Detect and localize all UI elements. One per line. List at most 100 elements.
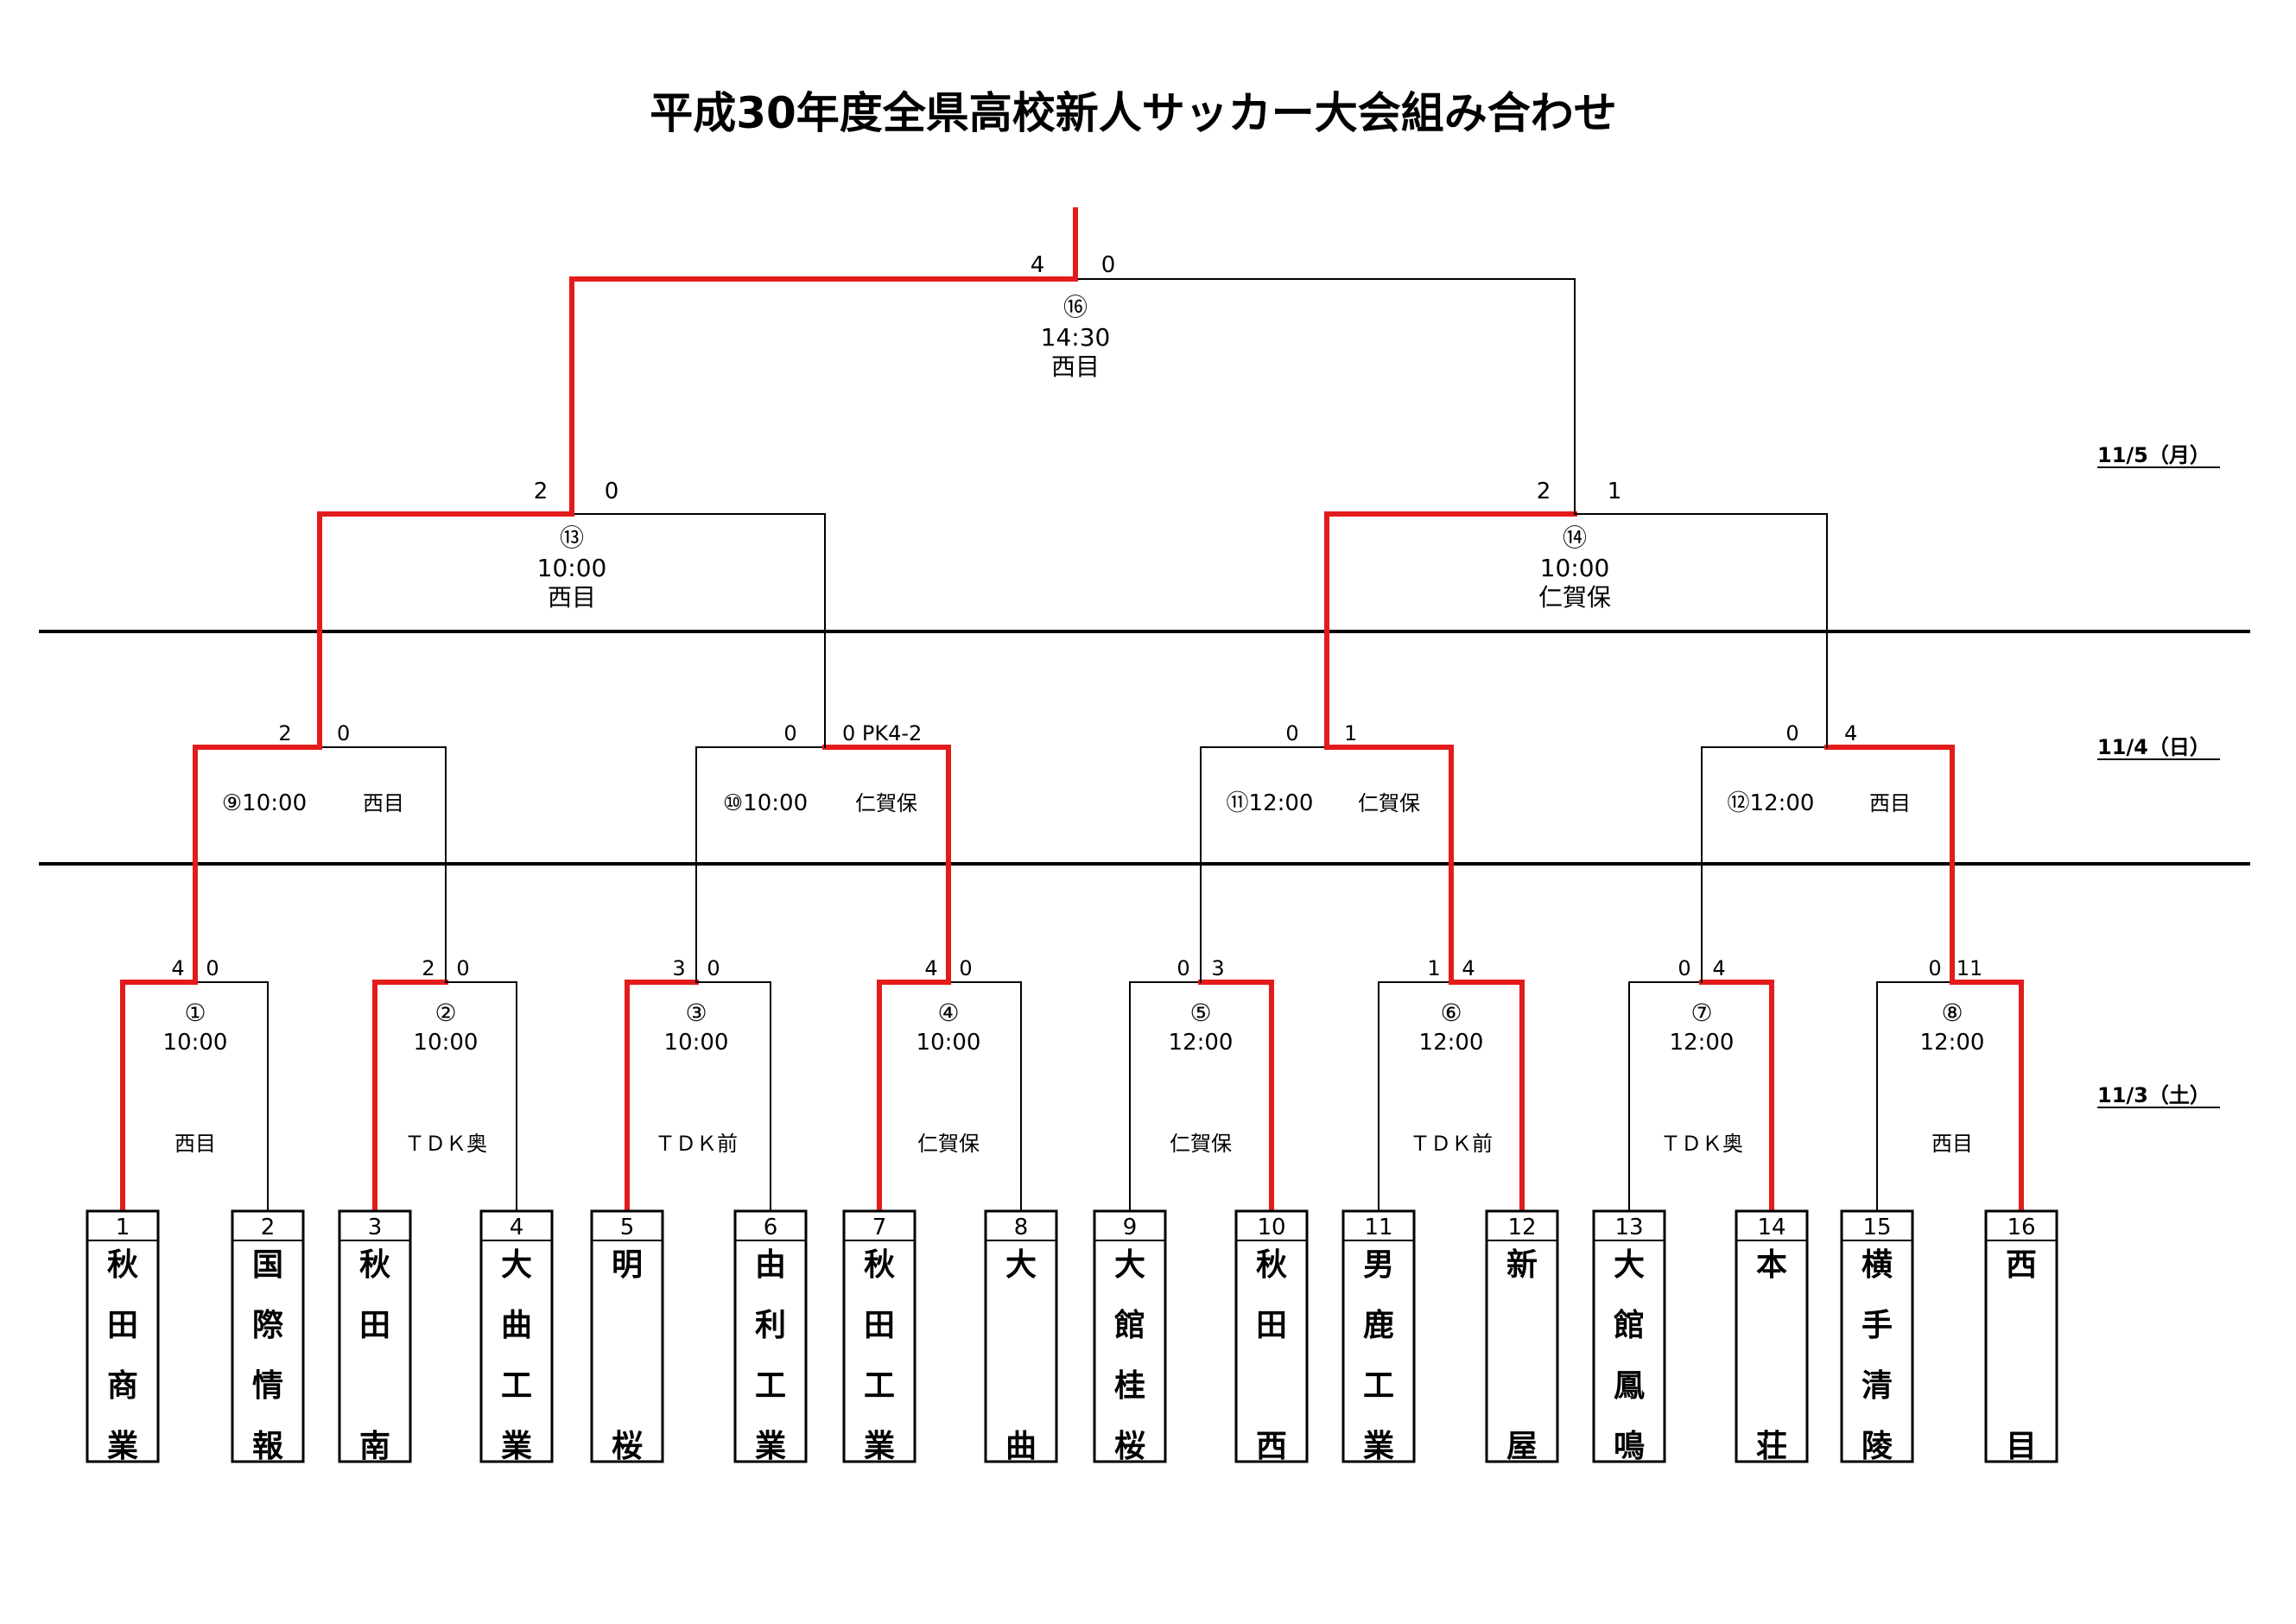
team-name: 新屋 <box>1506 1247 1538 1464</box>
team-name: 大曲 <box>1005 1247 1037 1464</box>
team-seed-number: 11 <box>1364 1215 1392 1240</box>
team-box-border <box>1093 1209 1167 1463</box>
svg-text:11/4（日）: 11/4（日） <box>2097 735 2210 759</box>
final-match-number: ⑯ <box>1063 293 1088 321</box>
team-seed-number: 10 <box>1257 1215 1285 1240</box>
r1-score-left: 3 <box>672 956 685 980</box>
r1-score-left: 4 <box>171 956 184 980</box>
team-seed-number: 8 <box>1014 1215 1029 1240</box>
r1-score-right: 11 <box>1957 956 1983 980</box>
team-box <box>1485 1209 1559 1463</box>
r2-score-left: 2 <box>278 721 291 745</box>
final-score-left: 4 <box>1031 252 1045 278</box>
r1-match-number: ⑥ <box>1440 999 1462 1027</box>
r1-match-venue: 仁賀保 <box>917 1132 980 1156</box>
sf-match-venue: 仁賀保 <box>1538 583 1611 612</box>
team-box <box>590 1209 664 1463</box>
r1-match-venue: ＴＤＫ奥 <box>1660 1132 1743 1156</box>
team-box-border <box>338 1209 412 1463</box>
team-box <box>842 1209 916 1463</box>
svg-text:11/5（月）: 11/5（月） <box>2097 443 2210 467</box>
r1-score-left: 0 <box>1177 956 1189 980</box>
r1-match-number: ② <box>434 999 456 1027</box>
r2-match-venue: 仁賀保 <box>1358 791 1420 815</box>
team-box-border <box>1341 1209 1416 1463</box>
r2-match-label: ⑨10:00 <box>222 790 307 816</box>
team-box-border <box>86 1209 160 1463</box>
team-seed-number: 2 <box>261 1215 276 1240</box>
r1-match-number: ① <box>184 999 206 1027</box>
team-seed-number: 4 <box>510 1215 524 1240</box>
r1-score-left: 4 <box>924 956 937 980</box>
team-seed-number: 5 <box>620 1215 635 1240</box>
r1-score-right: 4 <box>1462 956 1475 980</box>
team-seed-number: 3 <box>368 1215 383 1240</box>
team-box <box>1341 1209 1416 1463</box>
team-seed-number: 15 <box>1862 1215 1891 1240</box>
r2-score-right: 4 <box>1844 721 1857 745</box>
sf-match-number: ⑬ <box>560 523 584 552</box>
r1-match-time: 10:00 <box>414 1030 479 1056</box>
date-label-day3: 11/5（月） <box>2097 443 2220 468</box>
sf-score-right: 1 <box>1608 479 1622 504</box>
team-box-border <box>1840 1209 1914 1463</box>
team-seed-number: 7 <box>872 1215 887 1240</box>
sf-score-left: 2 <box>1537 479 1551 504</box>
svg-text:11/3（土）: 11/3（土） <box>2097 1083 2210 1107</box>
team-box <box>1735 1209 1809 1463</box>
final-score-right: 0 <box>1101 252 1116 278</box>
r1-score-right: 0 <box>707 956 720 980</box>
r1-match-time: 12:00 <box>1419 1030 1484 1056</box>
team-name: 秋田商業 <box>107 1247 138 1464</box>
r1-score-left: 0 <box>1928 956 1941 980</box>
r2-match-venue: 西目 <box>363 791 404 815</box>
page-title: 平成30年度全県高校新人サッカー大会組み合わせ <box>650 88 1617 138</box>
r1-match-venue: 西目 <box>174 1132 216 1156</box>
r1-match-time: 10:00 <box>664 1030 729 1056</box>
r1-score-right: 4 <box>1712 956 1725 980</box>
date-label-day2: 11/4（日） <box>2097 735 2220 760</box>
r1-score-right: 0 <box>456 956 469 980</box>
sf-score-right: 0 <box>605 479 619 504</box>
r2-match-venue: 西目 <box>1869 791 1911 815</box>
team-box-border <box>984 1209 1058 1463</box>
team-name: 国際情報 <box>252 1247 283 1464</box>
team-seed-number: 13 <box>1614 1215 1643 1240</box>
team-box-border <box>842 1209 916 1463</box>
team-box <box>1984 1209 2058 1463</box>
r1-match-venue: 仁賀保 <box>1170 1132 1232 1156</box>
r1-match-venue: ＴＤＫ前 <box>1410 1132 1493 1156</box>
sf-match-time: 10:00 <box>537 554 607 582</box>
r1-match-venue: ＴＤＫ奥 <box>404 1132 487 1156</box>
team-seed-number: 6 <box>764 1215 778 1240</box>
r2-score-left: 0 <box>1785 721 1798 745</box>
team-seed-number: 14 <box>1757 1215 1785 1240</box>
team-box <box>1093 1209 1167 1463</box>
r1-match-time: 12:00 <box>1169 1030 1234 1056</box>
team-box <box>984 1209 1058 1463</box>
team-box <box>1234 1209 1309 1463</box>
team-name: 秋田西 <box>1256 1247 1287 1464</box>
date-label-day1: 11/3（土） <box>2097 1083 2220 1108</box>
team-box <box>338 1209 412 1463</box>
final-match-time: 14:30 <box>1041 323 1111 352</box>
team-name: 横手清陵 <box>1862 1247 1893 1464</box>
bracket-lines <box>120 207 2024 1214</box>
r1-match-venue: ＴＤＫ前 <box>655 1132 738 1156</box>
team-box <box>231 1209 305 1463</box>
team-box-border <box>479 1209 554 1463</box>
team-box-border <box>1592 1209 1666 1463</box>
team-seed-number: 1 <box>116 1215 130 1240</box>
r1-match-number: ③ <box>685 999 707 1027</box>
r1-match-venue: 西目 <box>1931 1132 1973 1156</box>
r1-match-time: 10:00 <box>163 1030 228 1056</box>
team-name: 大館鳳鳴 <box>1614 1247 1645 1464</box>
r1-score-left: 1 <box>1427 956 1440 980</box>
team-box <box>1592 1209 1666 1463</box>
r1-score-left: 2 <box>422 956 434 980</box>
r2-match-label: ⑪12:00 <box>1227 790 1314 816</box>
r2-score-left: 0 <box>783 721 796 745</box>
r2-score-right: 1 <box>1344 721 1357 745</box>
r1-match-time: 10:00 <box>916 1030 981 1056</box>
